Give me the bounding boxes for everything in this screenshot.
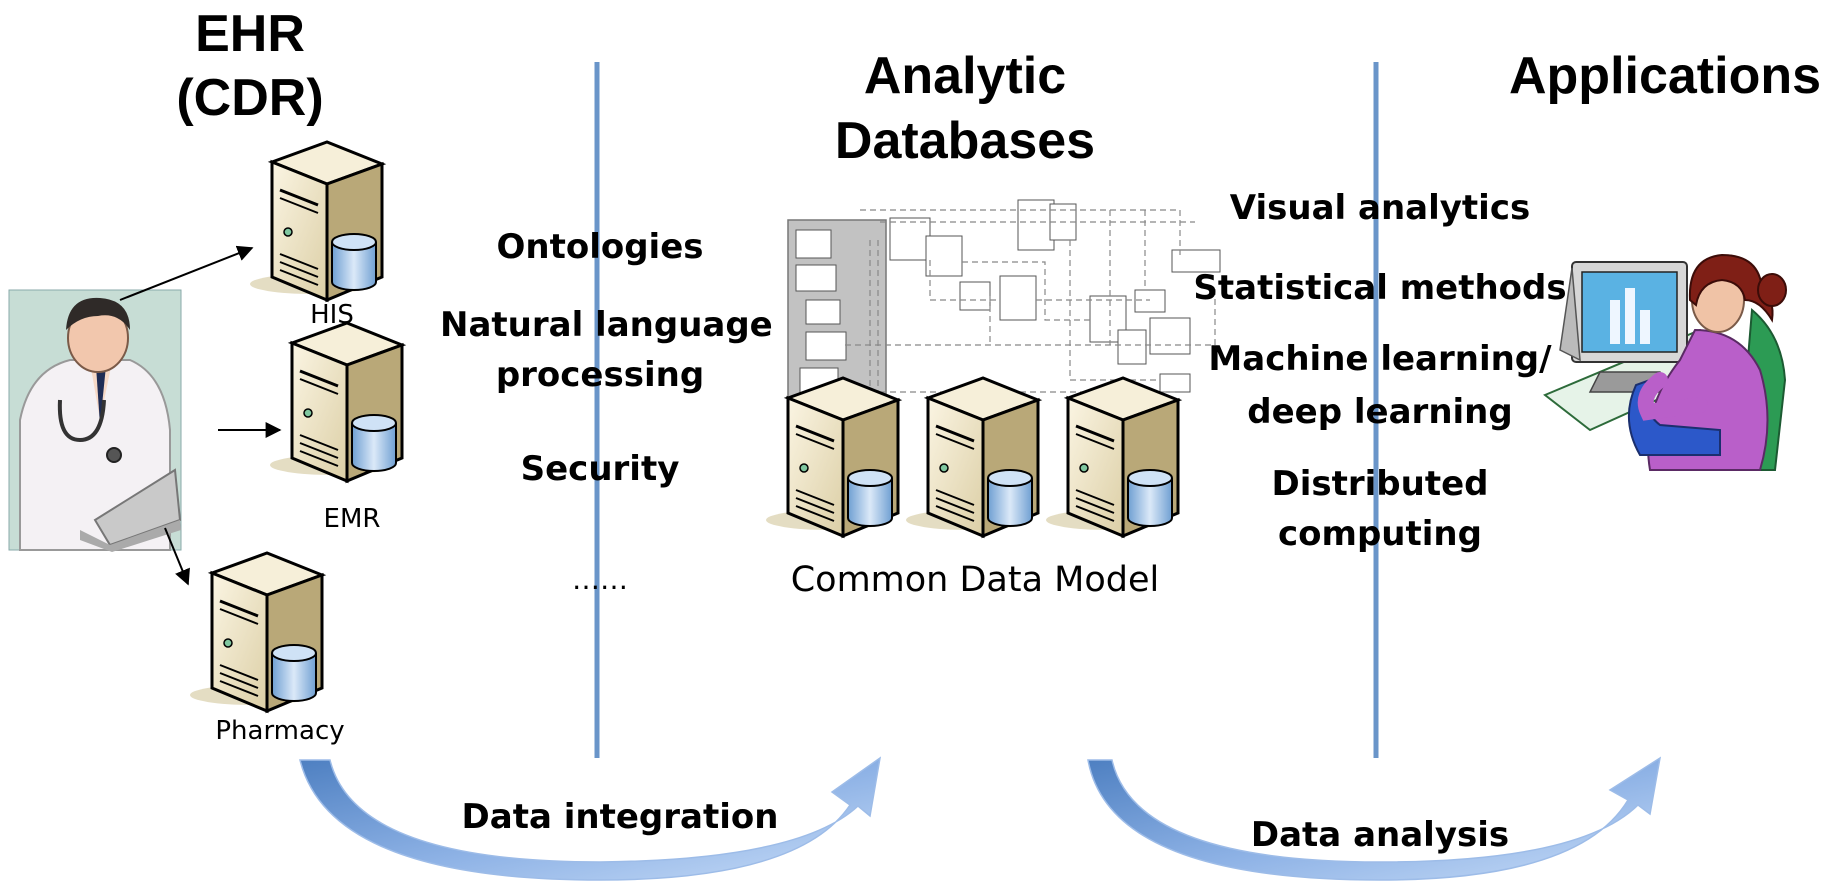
- databases-heading: Databases: [834, 112, 1096, 170]
- method-nlp-line1: Natural language: [440, 305, 773, 345]
- source-label-emr: EMR: [323, 504, 381, 534]
- cdr-heading: (CDR): [176, 69, 324, 127]
- method-ml-line2: deep learning: [1247, 392, 1513, 432]
- database-schema-icon: [787, 199, 1221, 403]
- source-label-pharmacy: Pharmacy: [215, 716, 345, 746]
- method-statistical: Statistical methods: [1193, 268, 1567, 308]
- flow-arrow-integration: [299, 756, 882, 881]
- method-distributed-line1: Distributed: [1271, 464, 1489, 504]
- common-data-model-label: Common Data Model: [790, 560, 1160, 600]
- analyst-computer-icon: [1543, 253, 1787, 471]
- arrow-to-his: [119, 245, 254, 301]
- arrow-to-pharmacy: [164, 527, 190, 586]
- ehr-heading: EHR: [195, 5, 305, 63]
- method-ml-line1: Machine learning/: [1208, 339, 1552, 379]
- method-ellipsis: ……: [572, 563, 628, 596]
- method-security: Security: [520, 449, 680, 489]
- server-emr-icon: [268, 321, 404, 483]
- server-cdm-3-icon: [1044, 376, 1180, 538]
- source-label-his: HIS: [310, 300, 354, 330]
- flow-label-integration: Data integration: [461, 797, 779, 837]
- server-cdm-2-icon: [904, 376, 1040, 538]
- server-pharmacy-icon: [188, 551, 324, 713]
- method-distributed-line2: computing: [1278, 514, 1482, 554]
- server-his-icon: [248, 140, 384, 302]
- applications-heading: Applications: [1508, 47, 1822, 105]
- server-cdm-1-icon: [764, 376, 900, 538]
- method-visual-analytics: Visual analytics: [1229, 188, 1531, 228]
- flow-arrow-analysis: [1087, 756, 1662, 881]
- flow-label-analysis: Data analysis: [1250, 815, 1510, 855]
- method-nlp-line2: processing: [495, 355, 705, 395]
- doctor-laptop-icon: [8, 289, 182, 552]
- analytic-heading: Analytic: [863, 47, 1067, 105]
- method-ontologies: Ontologies: [496, 227, 704, 267]
